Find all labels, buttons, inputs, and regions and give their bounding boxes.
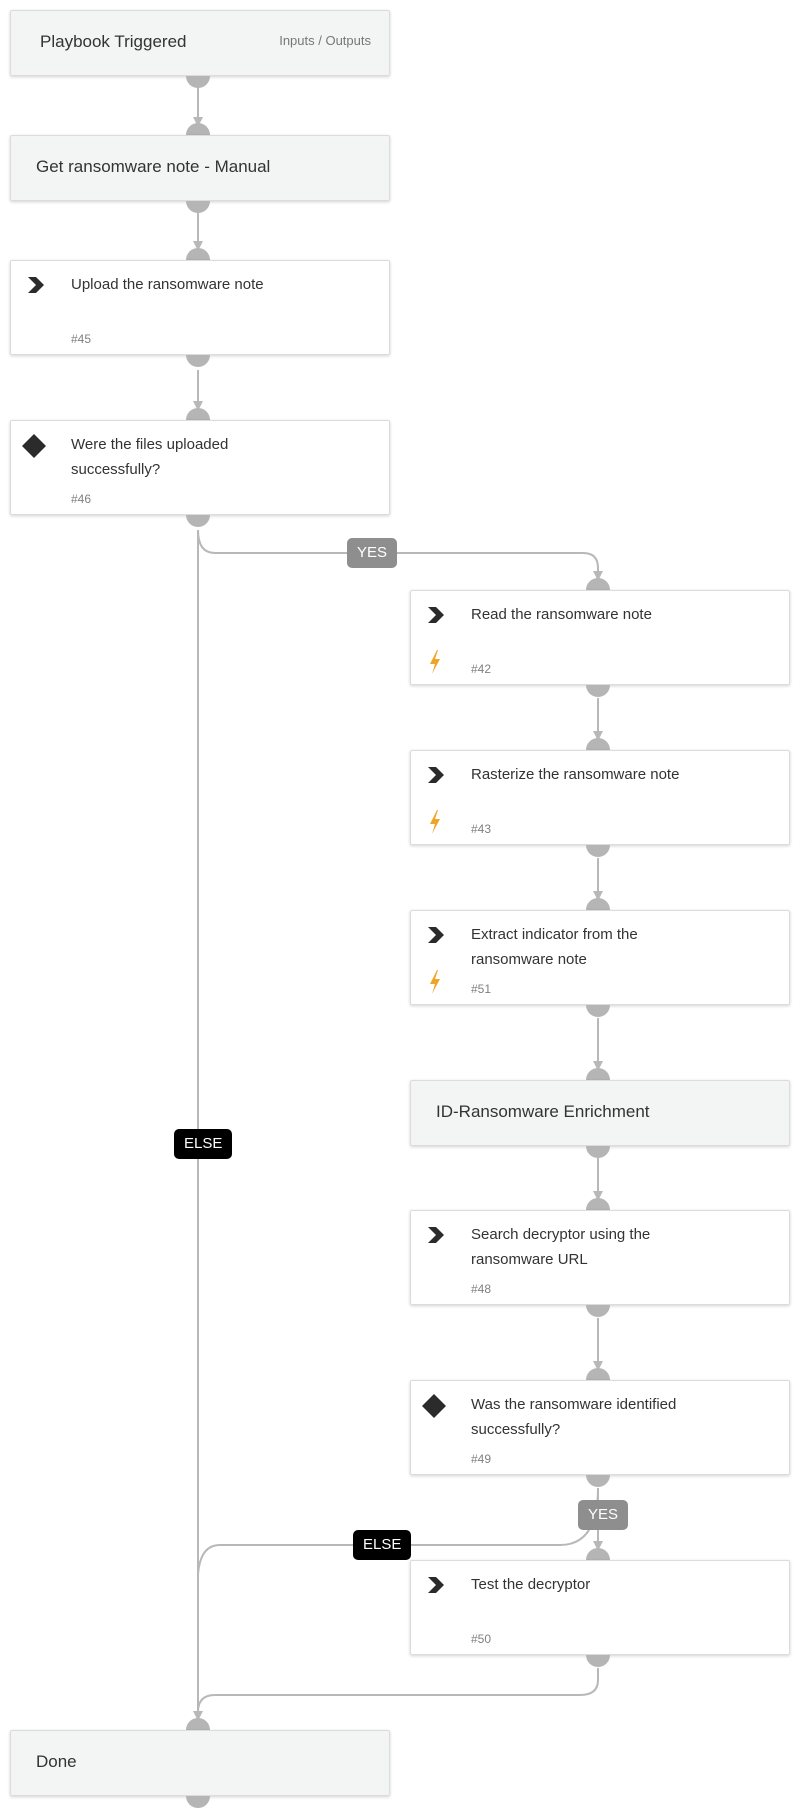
chevron-right-icon bbox=[427, 607, 445, 628]
task-number: #50 bbox=[471, 1632, 492, 1646]
lightning-bolt-icon bbox=[428, 970, 442, 999]
diamond-icon bbox=[421, 1393, 447, 1424]
input-port[interactable] bbox=[586, 738, 610, 750]
input-port[interactable] bbox=[586, 898, 610, 910]
chevron-right-icon bbox=[427, 927, 445, 948]
node-rasterize-ransomware-note[interactable]: Rasterize the ransomware note #43 bbox=[410, 750, 790, 845]
task-number: #42 bbox=[471, 662, 492, 676]
output-port[interactable] bbox=[586, 1005, 610, 1017]
input-port[interactable] bbox=[586, 578, 610, 590]
input-port[interactable] bbox=[586, 1368, 610, 1380]
node-title: Rasterize the ransomware note bbox=[471, 766, 680, 783]
inputs-outputs-link[interactable]: Inputs / Outputs bbox=[279, 33, 371, 48]
output-port[interactable] bbox=[186, 76, 210, 88]
node-get-ransomware-note-manual[interactable]: Get ransomware note - Manual bbox=[10, 135, 390, 201]
input-port[interactable] bbox=[186, 248, 210, 260]
node-search-decryptor[interactable]: Search decryptor using the ransomware UR… bbox=[410, 1210, 790, 1305]
lightning-bolt-icon bbox=[428, 810, 442, 839]
node-upload-ransomware-note[interactable]: Upload the ransomware note #45 bbox=[10, 260, 390, 355]
node-title-line-1: Was the ransomware identified bbox=[471, 1396, 677, 1413]
node-title: ID-Ransomware Enrichment bbox=[436, 1102, 650, 1121]
task-number: #51 bbox=[471, 982, 492, 996]
node-title-line-2: successfully? bbox=[71, 461, 161, 478]
else-branch-label: ELSE bbox=[353, 1530, 412, 1560]
else-branch-label: ELSE bbox=[174, 1129, 233, 1159]
node-were-files-uploaded[interactable]: Were the files uploaded successfully? #4… bbox=[10, 420, 390, 515]
lightning-bolt-icon bbox=[428, 650, 442, 679]
output-port[interactable] bbox=[186, 355, 210, 367]
node-title: Get ransomware note - Manual bbox=[36, 157, 271, 176]
input-port[interactable] bbox=[186, 1718, 210, 1730]
task-number: #45 bbox=[71, 332, 92, 346]
task-number: #46 bbox=[71, 492, 92, 506]
node-title: Playbook Triggered bbox=[40, 32, 187, 51]
yes-branch-label: YES bbox=[347, 538, 398, 568]
output-port[interactable] bbox=[586, 1475, 610, 1487]
node-done[interactable]: Done bbox=[10, 1730, 390, 1796]
node-read-ransomware-note[interactable]: Read the ransomware note #42 bbox=[410, 590, 790, 685]
output-port[interactable] bbox=[586, 1146, 610, 1158]
node-test-decryptor[interactable]: Test the decryptor #50 bbox=[410, 1560, 790, 1655]
edge-50-done bbox=[197, 1668, 599, 1713]
node-title-line-2: ransomware note bbox=[471, 951, 587, 968]
chevron-right-icon bbox=[427, 1227, 445, 1248]
output-port[interactable] bbox=[586, 685, 610, 697]
input-port[interactable] bbox=[586, 1198, 610, 1210]
node-title: Read the ransomware note bbox=[471, 606, 652, 623]
node-extract-indicator[interactable]: Extract indicator from the ransomware no… bbox=[410, 910, 790, 1005]
input-port[interactable] bbox=[586, 1548, 610, 1560]
task-number: #48 bbox=[471, 1282, 492, 1296]
chevron-right-icon bbox=[27, 277, 45, 298]
edge-46-42 bbox=[197, 529, 603, 581]
output-port[interactable] bbox=[186, 515, 210, 527]
output-port[interactable] bbox=[586, 1305, 610, 1317]
task-number: #49 bbox=[471, 1452, 492, 1466]
output-port[interactable] bbox=[186, 1796, 210, 1808]
input-port[interactable] bbox=[586, 1068, 610, 1080]
input-port[interactable] bbox=[186, 123, 210, 135]
node-title-line-1: Were the files uploaded bbox=[71, 436, 229, 453]
node-playbook-triggered[interactable]: Playbook Triggered Inputs / Outputs bbox=[10, 10, 390, 76]
output-port[interactable] bbox=[586, 1655, 610, 1667]
output-port[interactable] bbox=[186, 201, 210, 213]
chevron-right-icon bbox=[427, 1577, 445, 1598]
node-title: Done bbox=[36, 1752, 77, 1771]
node-title-line-1: Extract indicator from the bbox=[471, 926, 638, 943]
input-port[interactable] bbox=[186, 408, 210, 420]
chevron-right-icon bbox=[427, 767, 445, 788]
node-title-line-2: ransomware URL bbox=[471, 1251, 588, 1268]
node-title-line-2: successfully? bbox=[471, 1421, 561, 1438]
diamond-icon bbox=[21, 433, 47, 464]
node-title: Upload the ransomware note bbox=[71, 276, 264, 293]
output-port[interactable] bbox=[586, 845, 610, 857]
node-id-ransomware-enrichment[interactable]: ID-Ransomware Enrichment bbox=[410, 1080, 790, 1146]
yes-branch-label: YES bbox=[578, 1500, 629, 1530]
node-was-ransomware-identified[interactable]: Was the ransomware identified successful… bbox=[410, 1380, 790, 1475]
task-number: #43 bbox=[471, 822, 492, 836]
node-title-line-1: Search decryptor using the bbox=[471, 1226, 651, 1243]
node-title: Test the decryptor bbox=[471, 1576, 591, 1593]
